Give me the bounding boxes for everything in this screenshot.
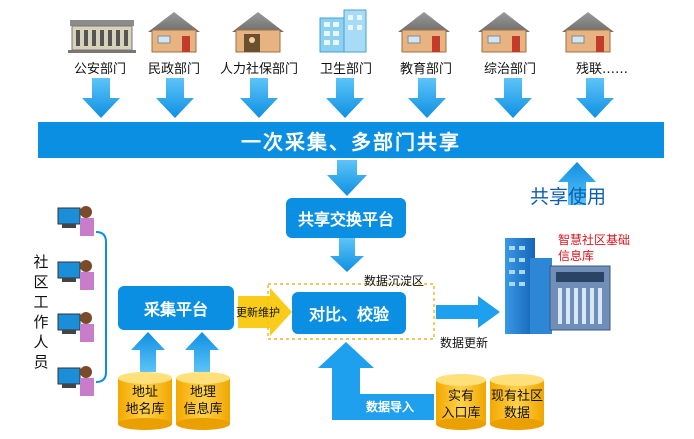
education-house-icon [398,12,450,53]
data-import-label: 数据导入 [366,400,415,414]
update-maintain-label: 更新维护 [236,306,280,319]
police-building-icon [68,20,136,53]
exchange-to-compare-arrow [330,238,364,272]
population-db-line2: 入口库 [441,406,481,421]
department-buildings [68,9,614,118]
exchange-platform-box: 共享交换平台 [286,198,406,238]
social-security-house-icon [232,12,284,53]
community-data-label: 现有社区 数据 [490,388,544,422]
dept-label-civil-affairs: 民政部门 [148,62,201,77]
community-data-line1: 现有社区 [490,389,543,404]
shared-use-label: 共享使用 [530,186,607,208]
comprehensive-governance-house-icon [478,12,530,53]
address-db-label: 地址 地名库 [118,384,172,418]
banner-to-exchange-arrow [327,160,367,196]
geo-db-label: 地理 信息库 [176,384,230,418]
disabled-federation-house-icon [562,12,614,53]
smart-database-line1: 智慧社区基础 [558,233,631,247]
civil-affairs-house-icon [148,12,200,53]
dept-label-disabled-federation: 残联…… [576,62,629,77]
banner-collect-once-share: 一次采集、多部门共享 [38,122,664,158]
community-data-cylinder-icon [490,374,544,430]
dept-label-health: 卫生部门 [320,62,373,77]
dept-label-police: 公安部门 [74,62,127,77]
share-use-up-arrow [558,162,596,205]
compare-verify-box: 对比、校验 [292,292,406,334]
update-maintain-arrow [238,288,292,336]
geo-db-cylinder-icon [176,372,230,430]
address-db-up-arrow [131,332,165,372]
dept-label-governance: 综治部门 [484,62,537,77]
collection-platform-box: 采集平台 [118,286,234,330]
data-update-label: 数据更新 [440,336,489,350]
population-db-line1: 实有 [447,389,474,404]
dept-label-social-security: 人力社保部门 [220,62,299,77]
smart-database-line2: 信息库 [558,249,595,263]
community-data-line2: 数据 [503,406,530,421]
precipitation-area-label: 数据沉淀区 [364,274,425,288]
geo-db-line2: 信息库 [183,402,223,417]
population-db-label: 实有 入口库 [436,388,486,422]
dept-label-education: 教育部门 [400,62,453,77]
population-db-cylinder-icon [436,374,486,430]
workers-bracket [95,231,107,383]
smart-database-label: 智慧社区基础 信息库 [558,232,630,264]
address-db-cylinder-icon [118,372,172,430]
geo-db-line1: 地理 [189,385,216,400]
health-building-icon [319,9,367,53]
address-db-line1: 地址 [131,385,158,400]
compare-to-database-arrow [436,296,500,328]
geo-db-up-arrow [185,332,219,372]
down-arrows [82,78,614,118]
address-db-line2: 地名库 [125,402,165,417]
smart-database-icon [505,238,611,334]
community-workers-label: 社区工作人员 [33,253,49,371]
worker-icons [57,206,94,396]
data-import-arrow [318,342,434,420]
